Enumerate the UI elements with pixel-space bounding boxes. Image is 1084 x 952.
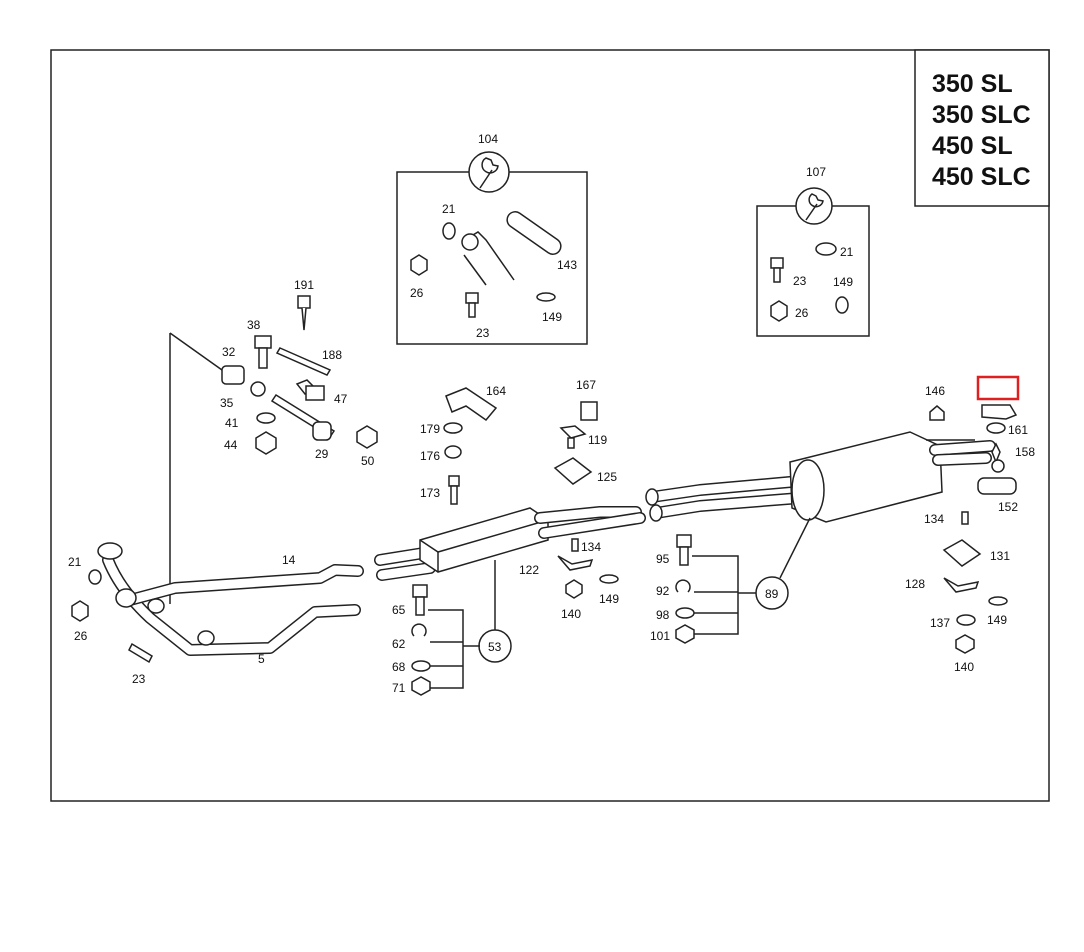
label-173: 173 bbox=[420, 486, 440, 500]
label-92: 92 bbox=[656, 584, 670, 598]
diagram-frame bbox=[50, 49, 1050, 802]
label-134: 134 bbox=[581, 540, 601, 554]
label-38: 38 bbox=[247, 318, 261, 332]
label-134: 134 bbox=[924, 512, 944, 526]
label-62: 62 bbox=[392, 637, 406, 651]
label-128: 128 bbox=[905, 577, 925, 591]
label-65: 65 bbox=[392, 603, 406, 617]
label-53: 53 bbox=[488, 640, 502, 654]
label-104: 104 bbox=[478, 132, 498, 146]
label-164: 164 bbox=[486, 384, 506, 398]
label-149: 149 bbox=[542, 310, 562, 324]
label-23: 23 bbox=[793, 274, 807, 288]
label-89: 89 bbox=[765, 587, 779, 601]
rear-muffler: 89 bbox=[645, 431, 996, 610]
label-68: 68 bbox=[392, 660, 406, 674]
label-14: 14 bbox=[282, 553, 296, 567]
rear-tail-parts: 146 161 158 152 134 131 128 149 137 140 bbox=[905, 375, 1035, 674]
middle-muffler: 53 bbox=[374, 506, 646, 663]
label-26: 26 bbox=[795, 306, 809, 320]
label-191: 191 bbox=[294, 278, 314, 292]
label-50: 50 bbox=[361, 454, 375, 468]
label-161: 161 bbox=[1008, 423, 1028, 437]
label-23: 23 bbox=[476, 326, 490, 340]
highlight-box-155 bbox=[976, 375, 1020, 401]
label-29: 29 bbox=[315, 447, 329, 461]
label-21: 21 bbox=[442, 202, 456, 216]
label-131: 131 bbox=[990, 549, 1010, 563]
model-450-sl: 450 SL bbox=[932, 132, 1013, 160]
label-21: 21 bbox=[68, 555, 82, 569]
label-179: 179 bbox=[420, 422, 440, 436]
label-119: 119 bbox=[588, 433, 607, 447]
hardware-stack-89: 95 92 98 101 bbox=[650, 534, 756, 644]
label-152: 152 bbox=[998, 500, 1018, 514]
label-95: 95 bbox=[656, 552, 670, 566]
model-box: 350 SL 350 SLC 450 SL 450 SLC bbox=[914, 49, 1050, 207]
label-47: 47 bbox=[334, 392, 348, 406]
wrench-icon bbox=[805, 193, 824, 221]
front-hanger-cluster: 191 38 188 32 35 47 41 44 29 50 bbox=[169, 278, 378, 604]
gasket-143 bbox=[506, 211, 562, 255]
label-21: 21 bbox=[840, 245, 854, 259]
label-140: 140 bbox=[954, 660, 974, 674]
label-32: 32 bbox=[222, 345, 236, 359]
label-188: 188 bbox=[322, 348, 342, 362]
label-107: 107 bbox=[806, 165, 826, 179]
label-137: 137 bbox=[930, 616, 950, 630]
label-122: 122 bbox=[519, 563, 539, 577]
group-107-box: 107 21 23 149 26 bbox=[756, 165, 870, 337]
label-26: 26 bbox=[410, 286, 424, 300]
label-41: 41 bbox=[225, 416, 239, 430]
wrench-icon bbox=[479, 157, 499, 189]
model-350-sl: 350 SL bbox=[932, 70, 1013, 98]
group-104-box: 104 21 143 26 23 149 bbox=[396, 132, 588, 345]
model-450-slc: 450 SLC bbox=[932, 163, 1031, 191]
label-44: 44 bbox=[224, 438, 238, 452]
label-176: 176 bbox=[420, 449, 440, 463]
label-26: 26 bbox=[74, 629, 88, 643]
label-5: 5 bbox=[258, 652, 265, 666]
label-149: 149 bbox=[599, 592, 619, 606]
label-98: 98 bbox=[656, 608, 670, 622]
label-101: 101 bbox=[650, 629, 670, 643]
label-149: 149 bbox=[833, 275, 853, 289]
label-146: 146 bbox=[925, 384, 945, 398]
label-149: 149 bbox=[987, 613, 1007, 627]
label-35: 35 bbox=[220, 396, 234, 410]
front-pipes: 14 5 21 26 23 bbox=[68, 542, 364, 686]
label-125: 125 bbox=[597, 470, 617, 484]
label-23: 23 bbox=[132, 672, 146, 686]
label-71: 71 bbox=[392, 681, 406, 695]
middle-hanger-parts: 164 179 176 173 167 119 125 134 122 140 … bbox=[420, 378, 619, 621]
label-167: 167 bbox=[576, 378, 596, 392]
label-158: 158 bbox=[1015, 445, 1035, 459]
label-140: 140 bbox=[561, 607, 581, 621]
model-350-slc: 350 SLC bbox=[932, 101, 1031, 129]
label-143: 143 bbox=[557, 258, 577, 272]
hardware-stack-53: 65 62 68 71 bbox=[392, 584, 480, 696]
